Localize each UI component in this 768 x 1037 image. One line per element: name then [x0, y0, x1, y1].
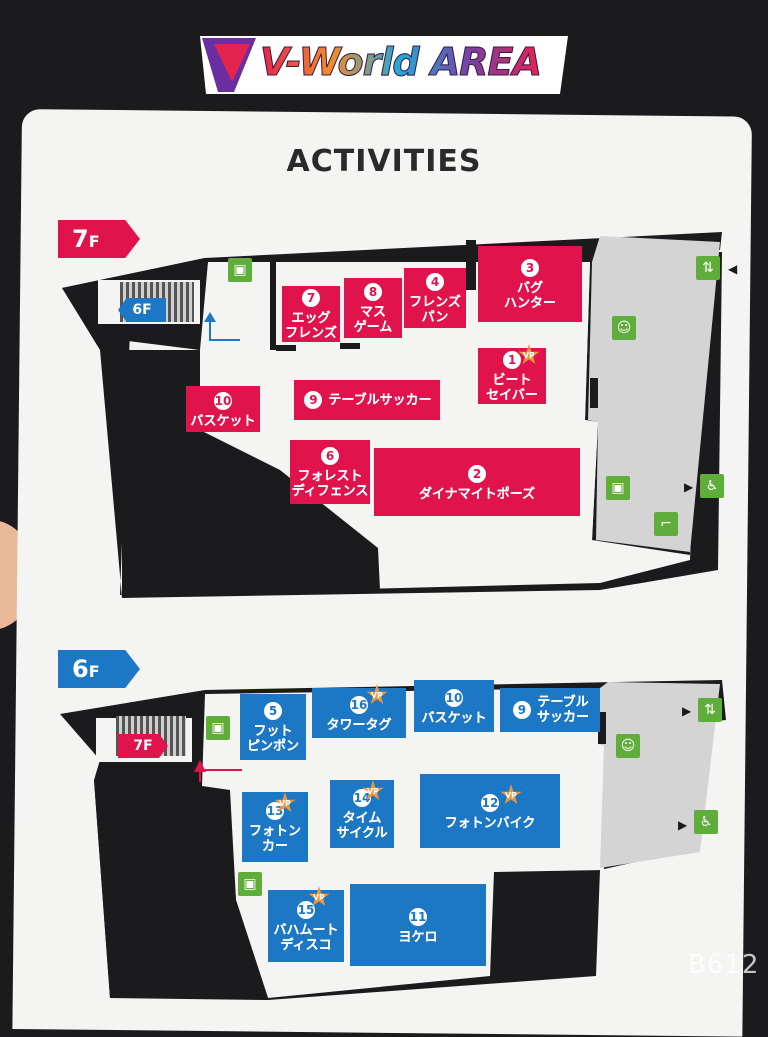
zone-label: エッグ フレンズ	[285, 311, 337, 341]
zone-label: バハムート ディスコ	[273, 923, 339, 953]
zone-basket[interactable]: 10 バスケット	[186, 386, 260, 432]
entrance-arrow-icon: ▶	[678, 818, 688, 832]
zone-label: バスケット	[190, 413, 256, 429]
zone-number: 13	[264, 800, 286, 822]
vending-machine-icon: ▣	[238, 872, 262, 896]
floor-number: 6	[72, 655, 89, 683]
entrance-arrow-icon: ◀	[728, 262, 738, 276]
zone-photon-car[interactable]: 13 フォトン カー	[242, 792, 308, 862]
zone-number: 12	[479, 791, 501, 814]
zone-label: フォトンバイク	[444, 815, 536, 831]
zone-label: フレンズ パン	[409, 295, 461, 325]
zone-number: 15	[295, 899, 317, 921]
zone-tower-tag[interactable]: 16 タワータグ	[312, 688, 406, 738]
zone-label: ビート セイバー	[486, 373, 538, 403]
floor-tag-6f: 6F	[58, 650, 140, 688]
zone-label: タワータグ	[326, 717, 392, 733]
zone-number: 3	[519, 257, 541, 279]
v-world-area-logo: V-World AREA	[196, 30, 572, 100]
restroom-icon: ♿	[700, 474, 724, 498]
zone-number: 14	[351, 787, 373, 809]
floor-tag-7f: 7F	[58, 220, 140, 258]
zone-label: ヨケロ	[398, 929, 438, 945]
vending-machine-icon: ▣	[228, 258, 252, 282]
entrance-arrow-icon: ▶	[682, 704, 692, 718]
zone-label: バグ ハンター	[503, 281, 556, 311]
zone-label: フォレスト ディフェンス	[291, 469, 369, 499]
zone-label: ダイナマイトポーズ	[418, 486, 536, 502]
zone-egg-friends[interactable]: 7 エッグ フレンズ	[282, 286, 340, 342]
zone-bahamut-disco[interactable]: 15 バハムート ディスコ	[268, 890, 344, 962]
zone-forest-defense[interactable]: 6 フォレスト ディフェンス	[290, 440, 370, 504]
zone-number: 9	[510, 699, 533, 721]
zone-number: 11	[407, 905, 429, 928]
vending-machine-icon: ▣	[606, 476, 630, 500]
stairs-icon: ⌐	[654, 512, 678, 536]
zone-math-game[interactable]: 8 マス ゲーム	[344, 278, 402, 338]
page-title: ACTIVITIES	[286, 144, 482, 179]
elevator-icon: ⇅	[698, 698, 722, 722]
zone-label: バスケット	[421, 710, 487, 726]
entrance-arrow-icon: ▶	[684, 480, 694, 494]
zone-number: 16	[348, 693, 370, 716]
floor-suffix: F	[88, 232, 100, 251]
zone-number: 9	[302, 389, 325, 411]
camera-watermark: B612	[688, 950, 760, 980]
zone-table-soccer[interactable]: 9 テーブルサッカー	[294, 380, 440, 420]
zone-label: マス ゲーム	[353, 305, 393, 335]
zone-dynamite-pose[interactable]: 2 ダイナマイトポーズ	[374, 448, 580, 516]
logo-badge-icon	[200, 36, 568, 94]
zone-label: フット ピンポン	[246, 724, 299, 754]
zone-number: 2	[466, 462, 488, 485]
stair-label: 6F	[132, 302, 152, 318]
restroom-icon: ♿	[694, 810, 718, 834]
elevator-icon: ⇅	[696, 256, 720, 280]
zone-yokero[interactable]: 11 ヨケロ	[350, 884, 486, 966]
zone-number: 5	[262, 700, 284, 722]
zone-label: タイム サイクル	[336, 811, 388, 841]
customer-service-icon: ☺	[612, 316, 636, 340]
vending-machine-icon: ▣	[206, 716, 230, 740]
zone-label: テーブルサッカー	[328, 392, 432, 408]
zone-photon-bike[interactable]: 12 フォトンバイク	[420, 774, 560, 848]
zone-number: 1	[501, 349, 523, 371]
floor-number: 7	[72, 225, 89, 253]
zone-beat-saber[interactable]: 1 ビート セイバー	[478, 348, 546, 404]
zone-table-soccer-6f[interactable]: 9 テーブル サッカー	[500, 688, 600, 732]
stair-sign-7f: 7F	[118, 734, 168, 758]
zone-number: 4	[424, 271, 446, 293]
zone-number: 10	[443, 686, 465, 709]
zone-label: テーブル サッカー	[536, 695, 589, 725]
zone-bug-hunter[interactable]: 3 バグ ハンター	[478, 246, 582, 322]
stair-label: 7F	[133, 738, 153, 754]
zone-label: フォトン カー	[248, 824, 301, 854]
zone-number: 8	[362, 281, 384, 303]
zone-number: 10	[212, 389, 234, 412]
customer-service-icon: ☺	[616, 734, 640, 758]
zone-number: 6	[319, 445, 341, 467]
zone-friends-pan[interactable]: 4 フレンズ パン	[404, 268, 466, 328]
stair-sign-6f: 6F	[118, 298, 166, 322]
logo-text: V-World AREA	[260, 40, 543, 85]
floor-suffix: F	[88, 662, 100, 681]
zone-number: 7	[300, 287, 322, 309]
zone-basket-6f[interactable]: 10 バスケット	[414, 680, 494, 732]
zone-foot-pingpong[interactable]: 5 フット ピンポン	[240, 694, 306, 760]
zone-time-cycle[interactable]: 14 タイム サイクル	[330, 780, 394, 848]
